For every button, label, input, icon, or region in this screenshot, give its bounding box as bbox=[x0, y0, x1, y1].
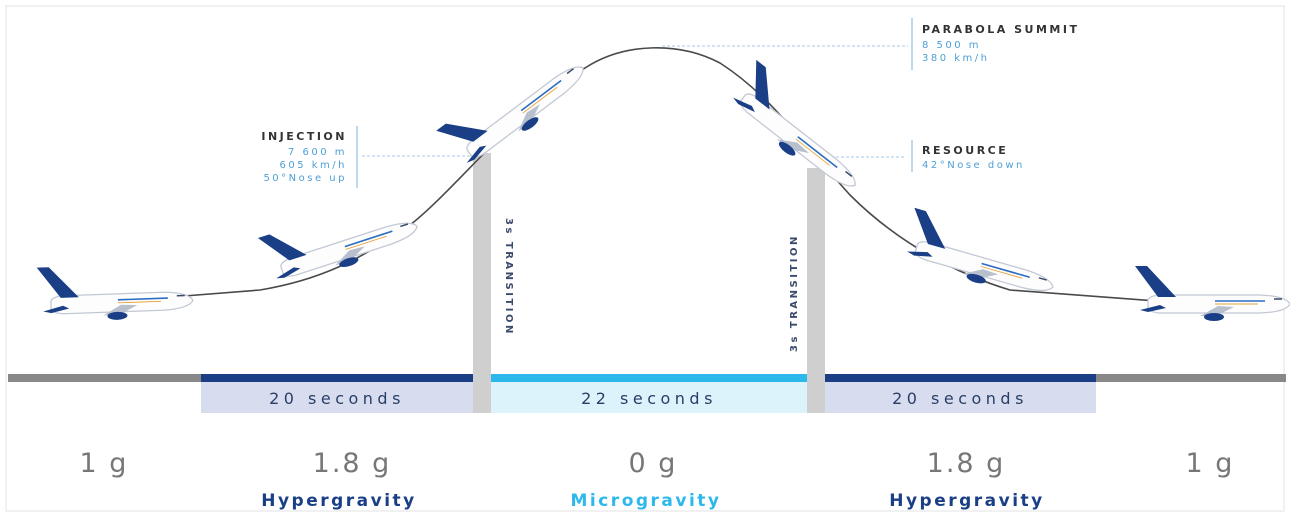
summit-title: PARABOLA SUMMIT bbox=[922, 23, 1079, 36]
injection-altitude: 7 600 m bbox=[288, 147, 347, 158]
phase-hypergravity-right: Hypergravity bbox=[889, 491, 1045, 511]
annotation-injection: INJECTION 7 600 m 605 km/h 50°Nose up bbox=[261, 130, 347, 184]
transition-bar-right bbox=[807, 168, 825, 413]
plane-icon bbox=[257, 189, 424, 292]
summit-altitude: 8 500 m bbox=[922, 40, 981, 51]
transition-label-right: 3s TRANSITION bbox=[789, 234, 800, 352]
injection-angle: 50°Nose up bbox=[263, 173, 347, 184]
duration-right: 20 seconds bbox=[892, 389, 1028, 408]
track-hypergravity-left bbox=[201, 374, 473, 382]
g-level-1: 1 g bbox=[80, 448, 129, 479]
phase-hypergravity-left: Hypergravity bbox=[261, 491, 417, 511]
g-level-5: 1 g bbox=[1186, 448, 1235, 479]
g-level-2: 1.8 g bbox=[313, 448, 392, 479]
duration-middle: 22 seconds bbox=[581, 389, 717, 408]
band-microgravity bbox=[491, 382, 807, 413]
frame-border bbox=[5, 5, 1285, 512]
leader-lines bbox=[362, 45, 908, 158]
g-level-4: 1.8 g bbox=[927, 448, 1006, 479]
track-hypergravity-right bbox=[825, 374, 1096, 382]
plane-icon bbox=[435, 36, 594, 176]
duration-left: 20 seconds bbox=[269, 389, 405, 408]
annotation-bars bbox=[356, 18, 913, 188]
flight-trajectory bbox=[69, 47, 1211, 306]
g-level-3: 0 g bbox=[629, 448, 678, 479]
phase-microgravity: Microgravity bbox=[570, 491, 721, 511]
summit-speed: 380 km/h bbox=[922, 53, 990, 64]
baseline-right bbox=[1096, 374, 1286, 382]
band-hypergravity-right bbox=[825, 382, 1096, 413]
track-microgravity bbox=[491, 374, 807, 382]
resource-angle: 42°Nose down bbox=[922, 160, 1025, 171]
annotation-summit: PARABOLA SUMMIT 8 500 m 380 km/h bbox=[922, 23, 1079, 64]
band-hypergravity-left bbox=[201, 382, 473, 413]
annotation-resource: RESOURCE 42°Nose down bbox=[922, 144, 1025, 171]
injection-title: INJECTION bbox=[261, 130, 347, 143]
baseline-left bbox=[8, 374, 201, 382]
resource-title: RESOURCE bbox=[922, 144, 1008, 157]
transition-bar-left bbox=[473, 153, 491, 413]
transition-label-left: 3s TRANSITION bbox=[503, 218, 514, 336]
plane-icon bbox=[1134, 265, 1290, 322]
injection-speed: 605 km/h bbox=[279, 160, 347, 171]
plane-icon bbox=[721, 59, 880, 200]
plane-icon bbox=[35, 261, 195, 324]
plane-icon bbox=[898, 206, 1065, 305]
